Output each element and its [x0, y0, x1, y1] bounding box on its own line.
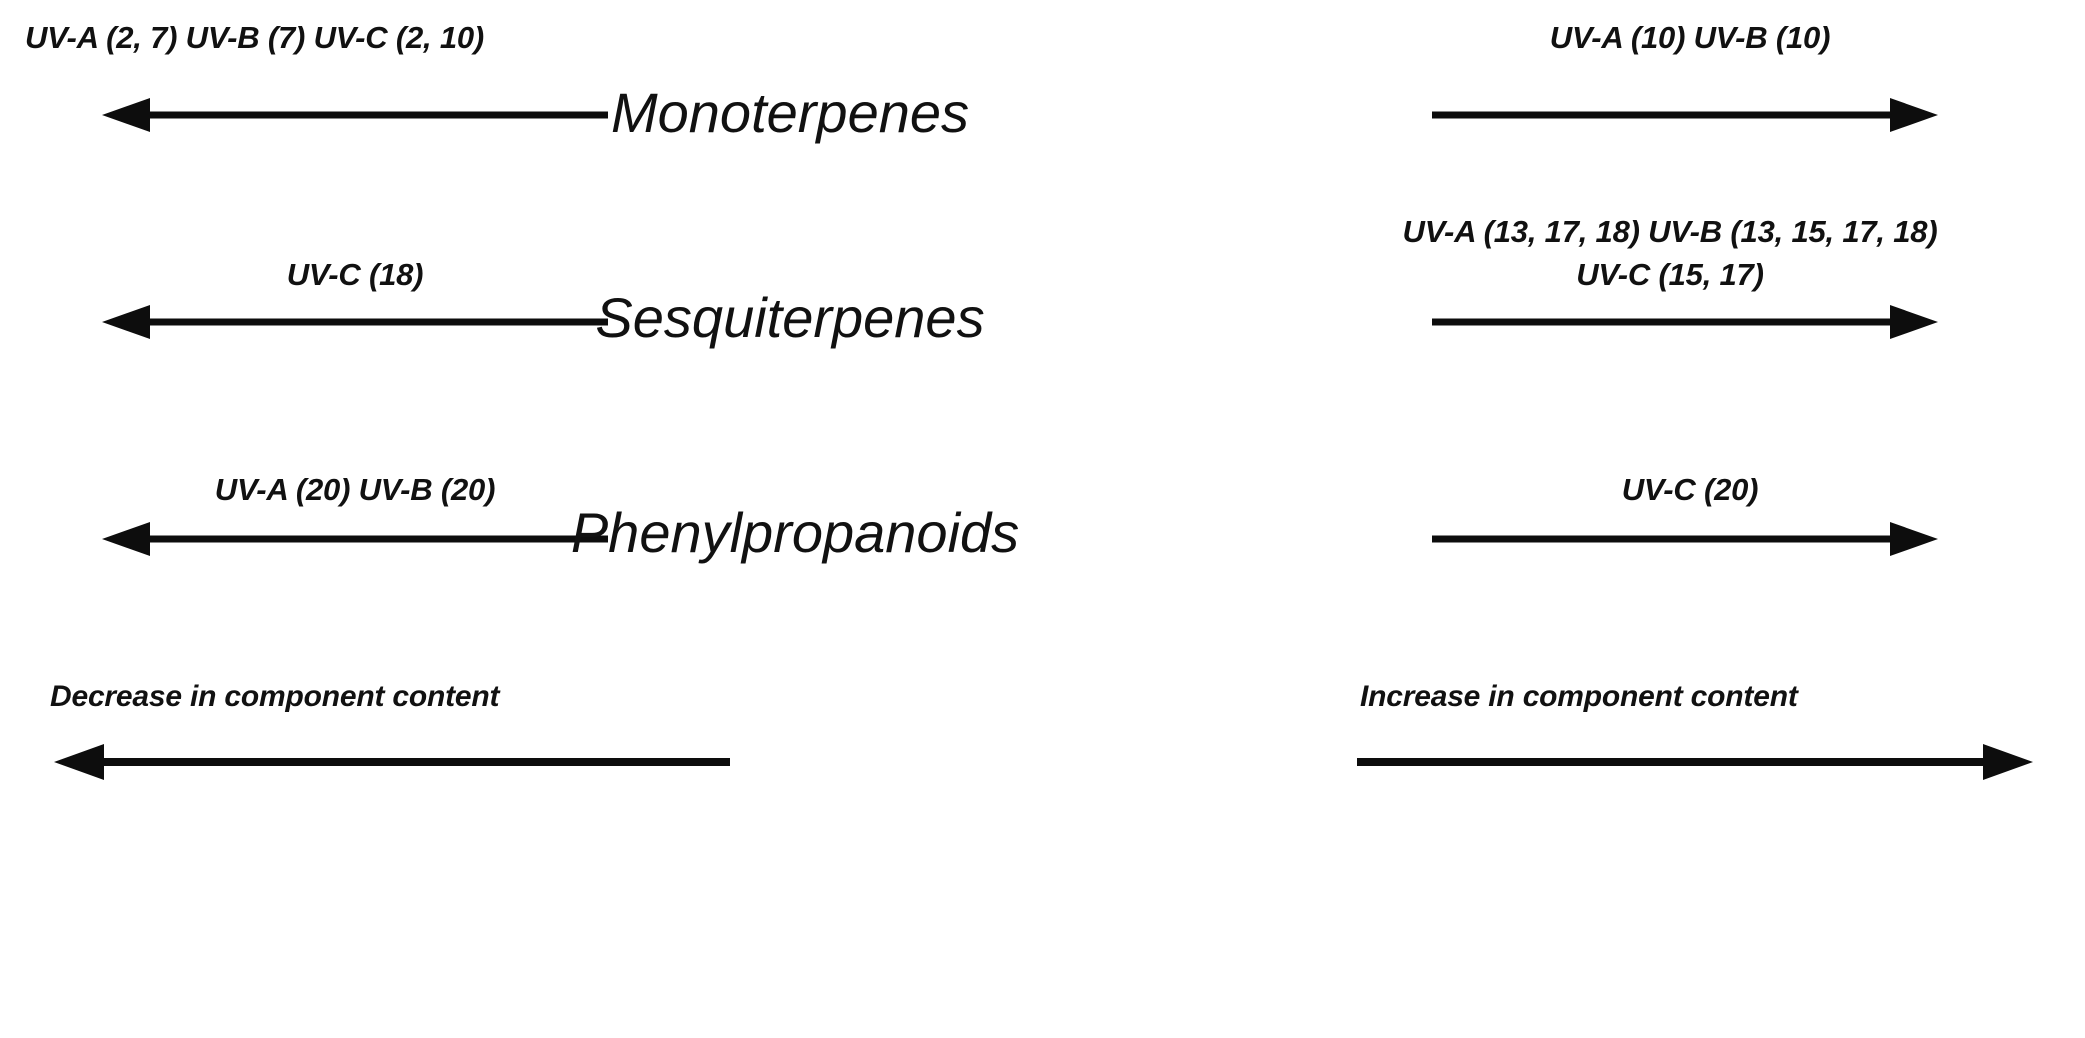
legend-increase-label: Increase in component content	[1360, 680, 1798, 713]
sesquiterpenes-increase-arrow-icon	[1430, 305, 1940, 339]
sesquiterpenes-increase-references-line2: UV-C (15, 17)	[1576, 257, 1764, 292]
monoterpenes-decrease-arrow-icon	[100, 98, 610, 132]
sesquiterpenes-decrease-references: UV-C (18)	[286, 257, 424, 292]
legend-decrease-arrow-icon	[52, 744, 732, 780]
monoterpenes-decrease-references: UV-A (2, 7) UV-B (7) UV-C (2, 10)	[25, 20, 485, 55]
category-label-phenylpropanoids: Phenylpropanoids	[570, 501, 1020, 564]
phenylpropanoids-decrease-references: UV-A (20) UV-B (20)	[214, 472, 496, 507]
legend-decrease-label: Decrease in component content	[50, 680, 500, 713]
category-label-sesquiterpenes: Sesquiterpenes	[595, 286, 985, 349]
phenylpropanoids-decrease-arrow-icon	[100, 522, 610, 556]
phenylpropanoids-increase-arrow-icon	[1430, 522, 1940, 556]
category-label-monoterpenes: Monoterpenes	[610, 81, 969, 144]
legend-increase-arrow-icon	[1355, 744, 2035, 780]
monoterpenes-increase-references: UV-A (10) UV-B (10)	[1549, 20, 1831, 55]
phenylpropanoids-increase-references: UV-C (20)	[1621, 472, 1759, 507]
sesquiterpenes-increase-references-line1: UV-A (13, 17, 18) UV-B (13, 15, 17, 18)	[1402, 214, 1938, 249]
monoterpenes-increase-arrow-icon	[1430, 98, 1940, 132]
sesquiterpenes-decrease-arrow-icon	[100, 305, 610, 339]
